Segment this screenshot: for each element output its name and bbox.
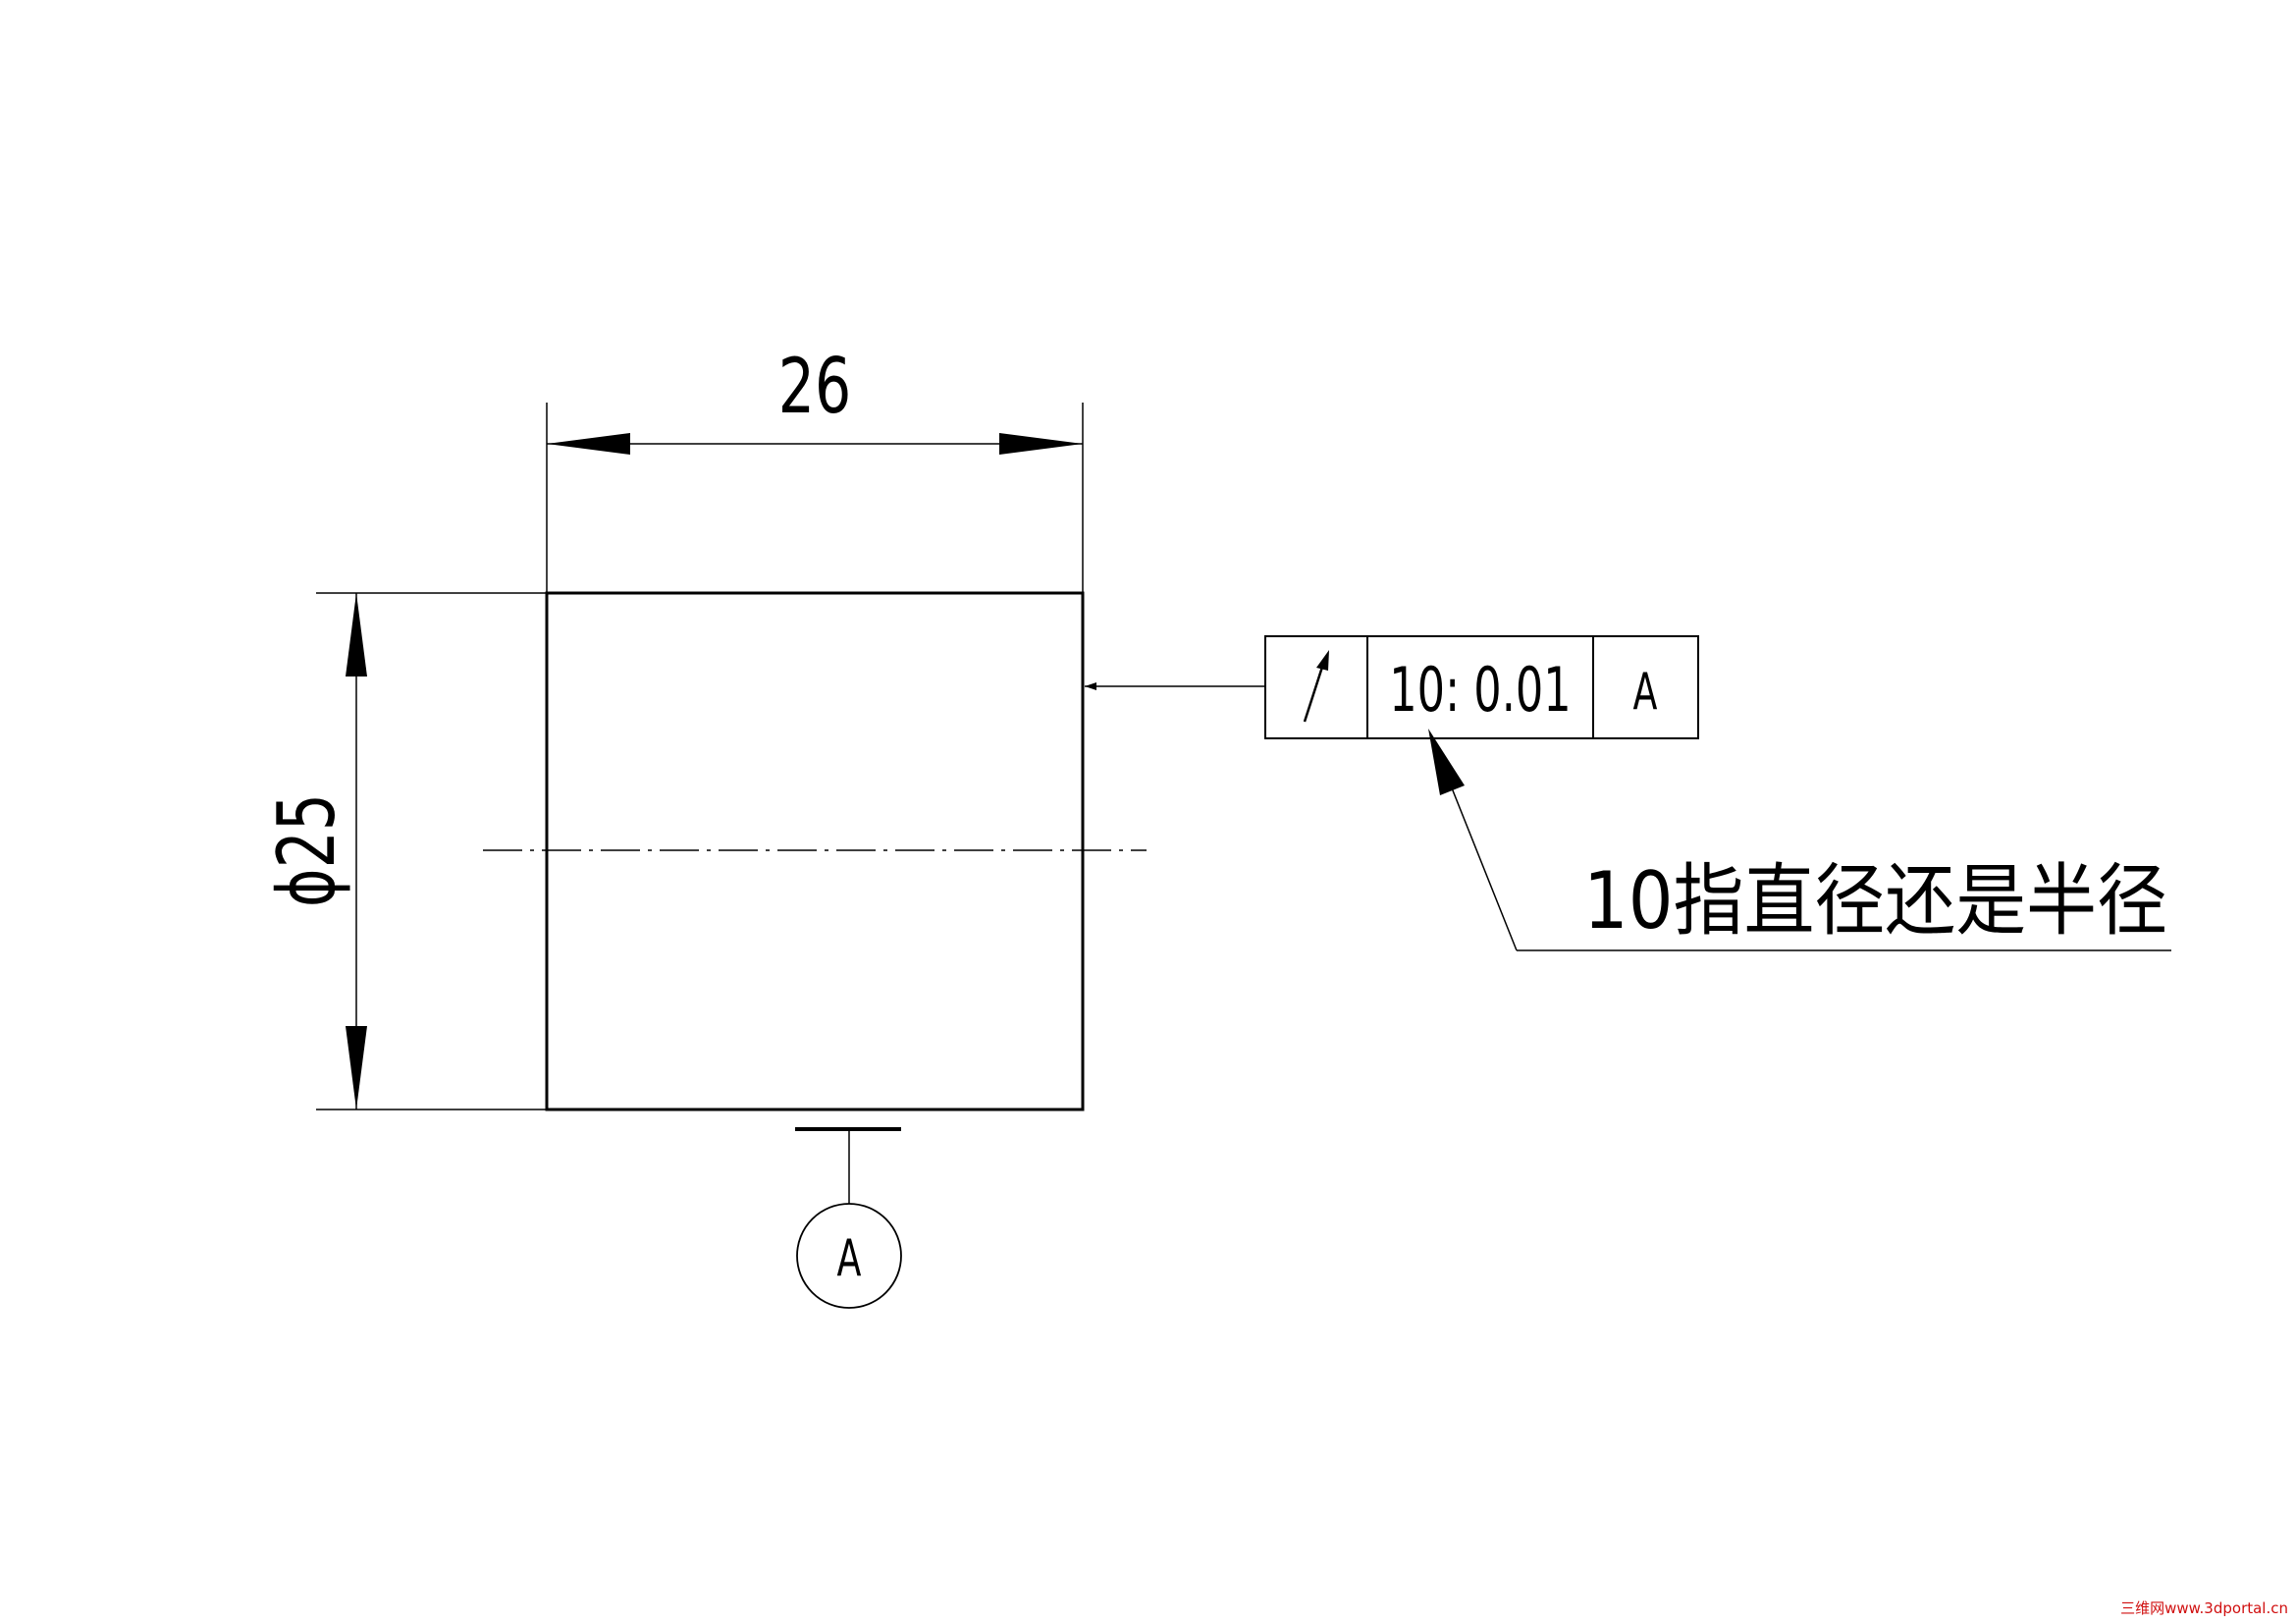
diameter-arrow-bottom: [346, 1026, 367, 1110]
watermark-text: 三维网www.3dportal.cn: [2120, 1599, 2288, 1617]
diameter-arrow-top: [346, 593, 367, 677]
runout-arrow-icon: [1303, 650, 1329, 723]
tolerance-frame: 10: 0.01 A: [1264, 635, 1699, 739]
annotation-text: 10指直径还是半径: [1583, 855, 2167, 947]
tolerance-value: 10: 0.01: [1389, 655, 1571, 726]
diameter-dimension-text: ϕ25: [260, 793, 352, 907]
datum-symbol: A: [795, 1127, 902, 1309]
annotation-leader-arrow: [1428, 729, 1465, 795]
width-arrow-right: [999, 433, 1083, 455]
datum-label: A: [837, 1227, 862, 1287]
width-dimension-text: 26: [778, 343, 851, 432]
tolerance-datum: A: [1633, 661, 1658, 721]
part-outline: [545, 591, 1085, 1111]
width-arrow-left: [547, 433, 630, 455]
